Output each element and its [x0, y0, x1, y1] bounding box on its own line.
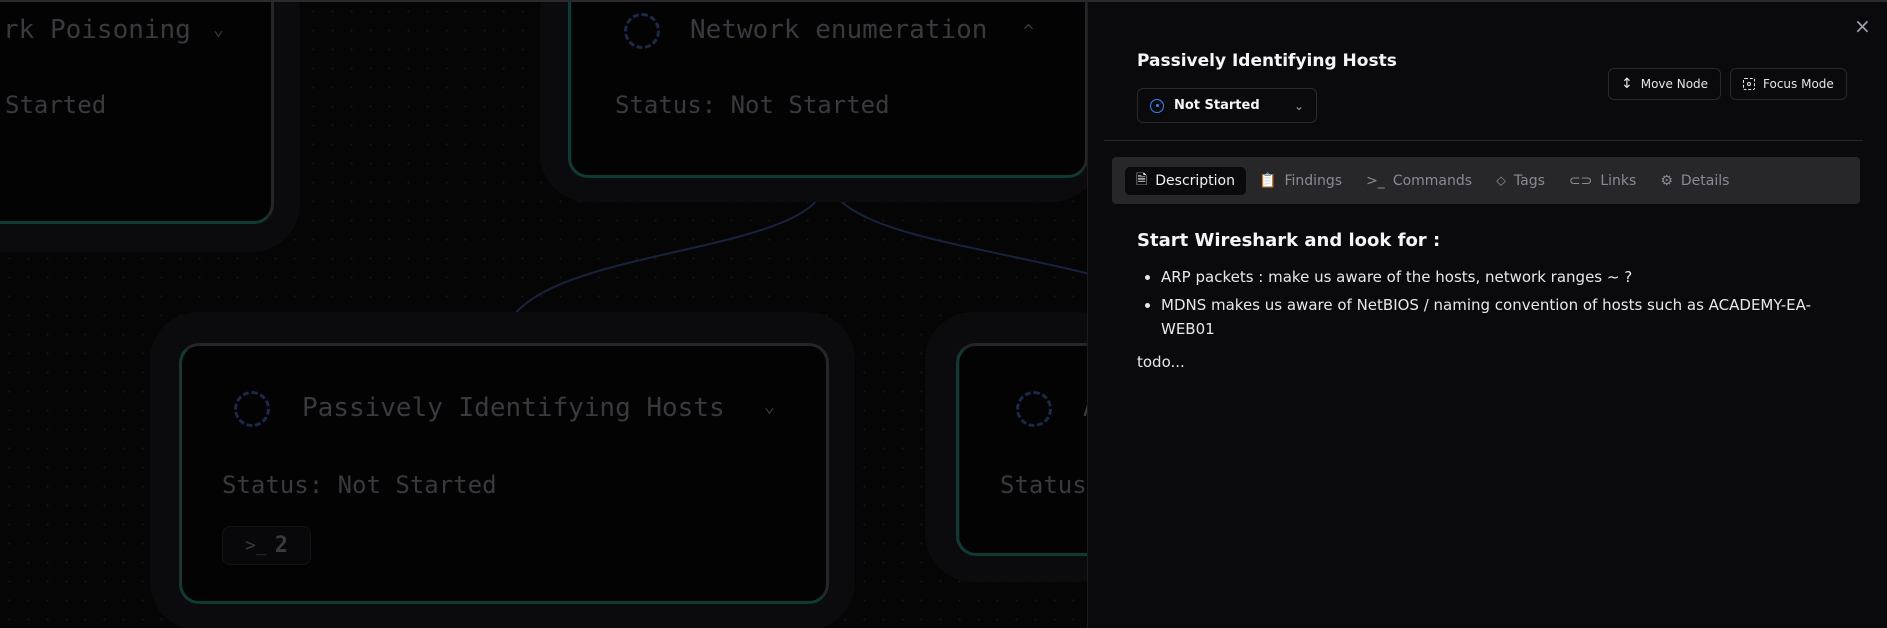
node-title: Passively Identifying Hosts — [302, 393, 725, 423]
panel-title: Passively Identifying Hosts — [1137, 51, 1397, 71]
tab-bar: 🗎Description 📋Findings >_Commands ⬦Tags … — [1112, 157, 1860, 204]
file-text-icon: 🗎 — [1136, 171, 1148, 188]
node-status: Status: Not Started — [222, 471, 497, 499]
commands-badge[interactable]: >_ 2 — [222, 526, 311, 565]
list-item: MDNS makes us aware of NetBIOS / naming … — [1161, 293, 1851, 341]
move-vertical-icon: ↕ — [1621, 76, 1633, 92]
description-content: Start Wireshark and look for : ARP packe… — [1137, 230, 1837, 371]
node-status: Started — [5, 91, 107, 119]
tab-label: Links — [1600, 172, 1637, 189]
focus-mode-label: Focus Mode — [1763, 77, 1834, 91]
node-network-enumeration[interactable]: Network enumeration ^ Status: Not Starte… — [568, 2, 1087, 178]
tab-findings[interactable]: 📋 Findings — [1248, 167, 1353, 195]
tab-details[interactable]: ⚙ Details — [1649, 167, 1740, 195]
chevron-down-icon[interactable]: ⌄ — [764, 396, 775, 417]
focus-icon — [1743, 78, 1755, 90]
tab-label: Details — [1680, 172, 1730, 189]
link-icon: ⊂⊃ — [1568, 172, 1593, 189]
content-list: ARP packets : make us aware of the hosts… — [1137, 265, 1837, 341]
tab-description[interactable]: 🗎 Description — [1125, 166, 1246, 195]
chevron-down-icon[interactable]: ⌄ — [213, 19, 224, 40]
focus-mode-button[interactable]: Focus Mode — [1730, 68, 1847, 100]
commands-count: 2 — [274, 533, 288, 558]
node-poisoning[interactable]: rk Poisoning ⌄ Started — [0, 2, 274, 224]
list-item: ARP packets : make us aware of the hosts… — [1161, 265, 1837, 289]
edge-network-to-passive — [502, 177, 827, 346]
status-ring-icon — [234, 391, 270, 427]
terminal-icon: >_ — [245, 535, 267, 556]
tab-label: Commands — [1392, 172, 1473, 189]
chevron-down-icon: ⌄ — [1293, 98, 1304, 113]
chevron-up-icon[interactable]: ^ — [1023, 21, 1034, 42]
status-value: Not Started — [1174, 98, 1260, 113]
graph-canvas[interactable]: rk Poisoning ⌄ Started Network enumerati… — [0, 0, 1087, 628]
tab-tags[interactable]: ⬦ Tags — [1485, 167, 1556, 195]
divider — [1104, 140, 1863, 141]
node-title: A — [1083, 393, 1087, 423]
tags-icon: ⬦ — [1496, 172, 1506, 189]
node-status: Status: Not Started — [615, 91, 890, 119]
tab-links[interactable]: ⊂⊃ Links — [1558, 167, 1647, 195]
move-node-button[interactable]: ↕ Move Node — [1608, 68, 1722, 100]
terminal-icon: >_ — [1366, 172, 1385, 189]
close-icon[interactable]: × — [1854, 14, 1871, 38]
status-select[interactable]: Not Started ⌄ — [1137, 88, 1317, 123]
status-ring-icon — [1016, 391, 1052, 427]
tab-label: Findings — [1284, 172, 1343, 189]
status-circle-icon — [1150, 98, 1164, 113]
content-footer: todo... — [1137, 353, 1185, 371]
node-passively-identifying-hosts[interactable]: Passively Identifying Hosts ⌄ Status: No… — [179, 343, 829, 604]
tab-commands[interactable]: >_ Commands — [1355, 167, 1483, 195]
gear-icon: ⚙ — [1660, 172, 1673, 189]
node-right[interactable]: A Status — [956, 343, 1087, 556]
content-heading: Start Wireshark and look for : — [1137, 230, 1441, 251]
tab-label: Description — [1155, 172, 1235, 189]
node-detail-panel: × Passively Identifying Hosts Not Starte… — [1087, 0, 1887, 628]
node-title: rk Poisoning — [3, 15, 191, 45]
status-ring-icon — [624, 13, 660, 49]
node-status: Status — [1000, 471, 1087, 499]
move-node-label: Move Node — [1640, 77, 1709, 91]
node-title: Network enumeration — [690, 15, 988, 45]
tab-label: Tags — [1513, 172, 1545, 189]
clipboard-check-icon: 📋 — [1259, 172, 1277, 189]
